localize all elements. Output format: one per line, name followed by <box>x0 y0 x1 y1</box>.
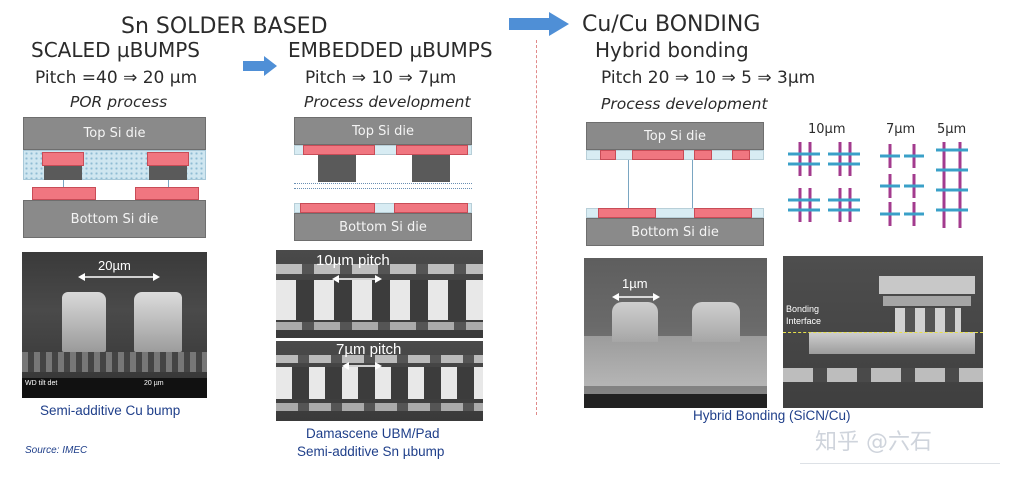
col3-bottom-pad <box>598 208 656 218</box>
sem-substrate <box>584 336 767 386</box>
col3-bottom-pad <box>694 208 752 218</box>
sem-layer <box>879 276 975 294</box>
grid-label: 10µm <box>808 122 846 137</box>
col3-top-pad <box>632 150 684 160</box>
dimension-arrow-icon <box>78 273 160 281</box>
sem-layer <box>883 296 971 306</box>
watermark-underline <box>800 463 1000 464</box>
col3-dielectric <box>586 208 764 218</box>
col1-sem-info: WD tilt det <box>25 380 58 387</box>
col3-bottom-die: Bottom Si die <box>586 218 764 246</box>
col2-top-pad <box>396 145 468 155</box>
col1-bottom-pad <box>135 187 199 200</box>
sem-pad-row <box>276 403 483 411</box>
dimension-arrow-icon <box>342 362 382 370</box>
pitch-crossbar-graphic <box>788 142 968 228</box>
sem-pad-row <box>276 322 483 330</box>
source-note: Source: IMEC <box>25 445 88 456</box>
sem-pad-row <box>276 355 483 363</box>
sem-pillar <box>692 302 740 342</box>
col3-top-pad <box>732 150 750 160</box>
sem-bump <box>134 292 182 352</box>
col2-cu-post <box>412 155 450 182</box>
right-arrow-icon <box>509 12 569 36</box>
col2-sem-image-2: 7µm pitch <box>276 341 483 421</box>
grid-label: 5µm <box>937 122 967 137</box>
col2-caption-2: Semi-additive Sn µbump <box>297 444 445 459</box>
col2-cu-post <box>318 155 356 182</box>
col1-status: POR process <box>70 93 168 111</box>
col2-title: EMBEDDED µBUMPS <box>288 38 493 62</box>
sem-pad-row <box>783 368 983 382</box>
col2-bottom-die: Bottom Si die <box>294 213 472 241</box>
col3-sem-image-1: 1µm <box>584 258 767 408</box>
col3-sem-image-2: Bonding Interface <box>783 256 983 408</box>
col1-top-die: Top Si die <box>23 117 206 150</box>
col3-pitch: Pitch 20 ⇒ 10 ⇒ 5 ⇒ 3µm <box>601 68 816 88</box>
col1-sem-scale: 20 µm <box>144 380 164 387</box>
dimension-arrow-icon <box>612 293 660 301</box>
col2-interface-line <box>294 188 472 189</box>
col2-dielectric <box>294 203 472 213</box>
col2-sem-image-1: 10µm pitch <box>276 250 483 338</box>
watermark: 知乎 @六石 <box>815 430 932 455</box>
col1-cu-post <box>44 166 82 180</box>
sem-info-bar <box>22 378 207 398</box>
col2-sem-label-2: 7µm pitch <box>336 341 402 358</box>
sem-bump-row <box>276 280 483 320</box>
col1-sem-label: 20µm <box>98 258 131 273</box>
col2-caption-1: Damascene UBM/Pad <box>306 426 440 441</box>
col3-status: Process development <box>601 95 768 113</box>
col1-bump-pad <box>147 152 189 166</box>
sem-bond-layer <box>809 332 975 354</box>
col3-top-pad <box>600 150 616 160</box>
right-arrow-icon <box>243 56 277 76</box>
col1-title: SCALED µBUMPS <box>31 38 200 62</box>
col2-sem-label-1: 10µm pitch <box>316 252 390 269</box>
dimension-arrow-icon <box>332 275 382 283</box>
col2-top-die: Top Si die <box>294 117 472 145</box>
grid-label: 7µm <box>886 122 916 137</box>
col2-top-pad <box>303 145 375 155</box>
sem-pad-row <box>276 264 483 274</box>
col2-interface-line <box>294 183 472 184</box>
col2-bottom-pad <box>300 203 375 213</box>
col3-caption: Hybrid Bonding (SiCN/Cu) <box>693 408 851 423</box>
col2-pitch: Pitch ⇒ 10 ⇒ 7µm <box>305 68 457 88</box>
col3-top-pad <box>694 150 712 160</box>
bonding-interface-line <box>783 332 983 333</box>
sem-via-row <box>895 308 961 332</box>
col1-bump-pad <box>42 152 84 166</box>
col1-sem-image: 20µm WD tilt det 20 µm <box>22 252 207 398</box>
sem-substrate <box>22 352 207 372</box>
col1-align-line <box>63 180 64 190</box>
col1-bottom-die: Bottom Si die <box>23 200 206 238</box>
section-divider <box>536 40 537 415</box>
col1-bottom-pad <box>32 187 96 200</box>
col3-sem2-label-1: Bonding <box>786 304 820 314</box>
header-left-title: Sn SOLDER BASED <box>121 14 328 39</box>
sem-bump-row <box>276 367 483 399</box>
col1-pitch: Pitch =40 ⇒ 20 µm <box>35 68 198 88</box>
col2-status: Process development <box>304 93 471 111</box>
col3-align-line <box>692 160 693 208</box>
col3-top-die: Top Si die <box>586 122 764 150</box>
col2-bottom-pad <box>394 203 468 213</box>
header-right-title: Cu/Cu BONDING <box>582 12 761 37</box>
col1-caption: Semi-additive Cu bump <box>40 403 181 418</box>
sem-bump <box>62 292 106 352</box>
col2-dielectric <box>294 145 472 155</box>
col3-align-line <box>628 160 629 208</box>
col1-cu-post <box>149 166 187 180</box>
col3-sem2-label-2: Interface <box>786 316 822 326</box>
sem-pillar <box>612 302 658 342</box>
col3-sem-label: 1µm <box>622 276 648 291</box>
col1-align-line <box>168 180 169 190</box>
sem-info-bar <box>584 394 767 408</box>
col3-title: Hybrid bonding <box>595 38 749 62</box>
